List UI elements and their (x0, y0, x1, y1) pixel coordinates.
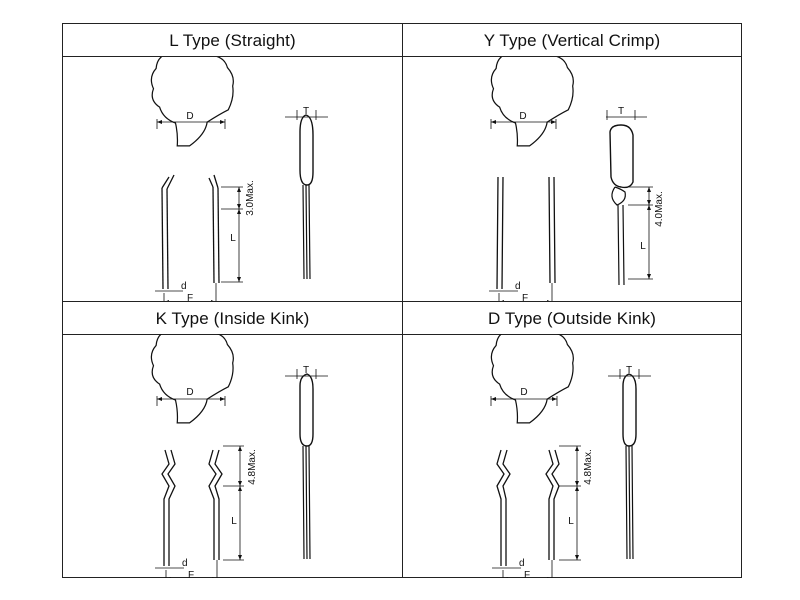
dim-f-label: F (522, 293, 528, 301)
left-lead (161, 187, 164, 290)
y-type-drawing: D T d F L 4.0Max. (489, 57, 665, 301)
column-divider (402, 24, 403, 577)
side-disc (299, 114, 314, 186)
offset-label: 4.0Max. (654, 191, 665, 227)
d-type-drawing: D T d F L 4.8Max. (490, 334, 651, 578)
disc-body (150, 334, 234, 424)
dim-l-label: L (230, 233, 236, 244)
right-lead (212, 186, 215, 284)
dim-d-label: D (519, 111, 526, 122)
right-lead-inner (217, 187, 220, 284)
panel-title: L Type (Straight) (63, 24, 402, 57)
dim-l-label: L (231, 516, 237, 527)
offset-label: 4.8Max. (247, 449, 258, 485)
panel-title: Y Type (Vertical Crimp) (403, 24, 741, 57)
side-disc (609, 124, 634, 189)
dim-d-label: D (520, 387, 527, 398)
dim-t-label: T (303, 106, 309, 117)
side-disc (299, 373, 314, 447)
panel-title: K Type (Inside Kink) (63, 301, 402, 335)
dim-l-label: L (640, 241, 646, 252)
dim-d-label: D (186, 111, 193, 122)
k-type-labels: D T d F L 4.8Max. (182, 365, 309, 578)
dim-d-line (156, 119, 226, 129)
d-type-labels: D T d F L 4.8Max. (519, 365, 632, 578)
dim-t-label: T (618, 106, 624, 117)
panel-title: D Type (Outside Kink) (403, 301, 741, 335)
dim-t-label: T (626, 365, 632, 376)
dim-t-label: T (303, 365, 309, 376)
dim-d-label: D (186, 387, 193, 398)
dim-l-label: L (568, 516, 574, 527)
l-type-drawing: D T d F L 3.0Max. (150, 57, 328, 301)
panel-y-type: Y Type (Vertical Crimp) D T (403, 24, 741, 301)
lead-type-table: L Type (Straight) (62, 23, 742, 578)
panel-l-type: L Type (Straight) (63, 24, 402, 301)
dim-f-label: F (524, 570, 530, 578)
k-type-drawing: D T d F L 4.8Max. (150, 334, 328, 578)
disc-body (490, 334, 574, 424)
side-disc (622, 373, 637, 447)
offset-label: 4.8Max. (583, 449, 594, 485)
panel-k-type: K Type (Inside Kink) (63, 301, 402, 578)
offset-label: 3.0Max. (245, 180, 256, 216)
y-type-labels: D T d F L 4.0Max. (515, 106, 665, 301)
l-type-labels: D T d F L 3.0Max. (181, 106, 309, 301)
dim-f-label: F (188, 570, 194, 578)
dim-small-d-label: d (182, 558, 188, 569)
dim-small-d-label: d (519, 558, 525, 569)
left-lead-inner (166, 188, 169, 290)
dim-small-d-label: d (515, 281, 521, 292)
disc-body (490, 57, 574, 147)
dim-small-d-label: d (181, 281, 187, 292)
dim-f-label: F (187, 293, 193, 301)
disc-body (150, 57, 234, 147)
panel-d-type: D Type (Outside Kink) (403, 301, 741, 578)
